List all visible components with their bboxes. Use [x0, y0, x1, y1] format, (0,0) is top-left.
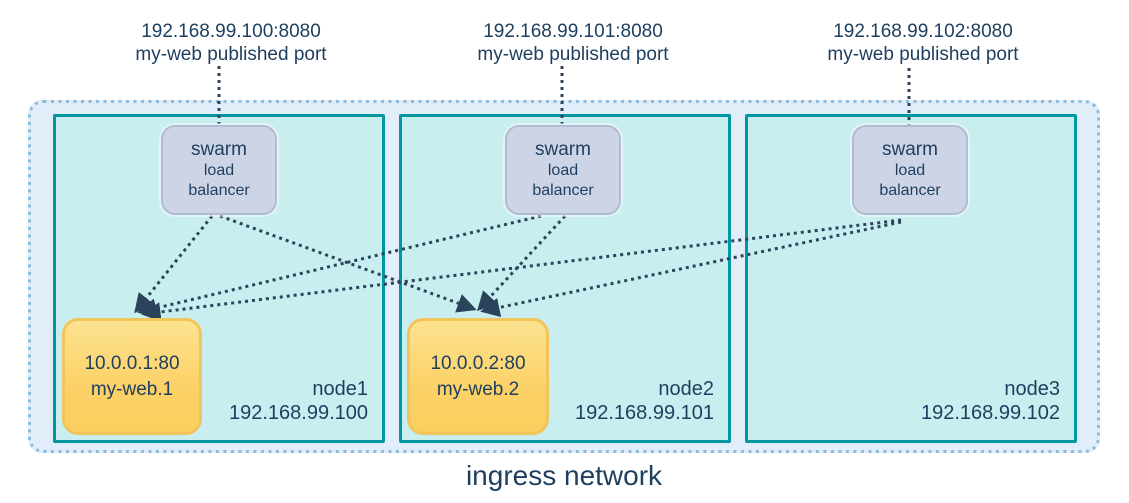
lb-label: balancer: [188, 182, 250, 199]
task-name: my-web.1: [90, 378, 174, 400]
published-port-caption: my-web published port: [827, 44, 1019, 65]
lb-label: swarm: [535, 139, 591, 160]
published-port-label-1: 192.168.99.100:8080 my-web published por…: [101, 20, 361, 66]
published-port-caption: my-web published port: [135, 44, 327, 65]
task-address: 10.0.0.2:80: [430, 352, 526, 374]
node-ip: 192.168.99.100: [228, 402, 368, 424]
task-address: 10.0.0.1:80: [84, 352, 180, 374]
lb-label: balancer: [532, 182, 594, 199]
diagram-caption: ingress network: [465, 460, 663, 491]
node2-label: node2 192.168.99.101: [575, 377, 714, 425]
node3-label: node3 192.168.99.102: [921, 377, 1060, 425]
node1-label: node1 192.168.99.100: [229, 377, 368, 425]
task-my-web-2: 10.0.0.2:80 my-web.2: [407, 318, 549, 435]
node-name: node3: [1004, 378, 1060, 400]
node3-swarm-load-balancer: swarm load balancer: [852, 125, 968, 215]
lb-label: balancer: [879, 182, 941, 199]
lb-label: swarm: [882, 139, 938, 160]
task-name: my-web.2: [436, 378, 520, 400]
published-port-label-2: 192.168.99.101:8080 my-web published por…: [443, 20, 703, 66]
node-ip: 192.168.99.101: [574, 402, 714, 424]
published-port-caption: my-web published port: [477, 44, 669, 65]
lb-label: swarm: [191, 139, 247, 160]
task-my-web-1: 10.0.0.1:80 my-web.1: [62, 318, 202, 435]
lb-label: load: [547, 162, 579, 179]
published-port-address: 192.168.99.100:8080: [141, 21, 321, 42]
node-name: node2: [658, 378, 714, 400]
published-port-label-3: 192.168.99.102:8080 my-web published por…: [793, 20, 1053, 66]
node-name: node1: [312, 378, 368, 400]
published-port-address: 192.168.99.102:8080: [833, 21, 1013, 42]
node1-swarm-load-balancer: swarm load balancer: [161, 125, 277, 215]
lb-label: load: [894, 162, 926, 179]
node-ip: 192.168.99.102: [920, 402, 1060, 424]
lb-label: load: [203, 162, 235, 179]
node2-swarm-load-balancer: swarm load balancer: [505, 125, 621, 215]
published-port-address: 192.168.99.101:8080: [483, 21, 663, 42]
